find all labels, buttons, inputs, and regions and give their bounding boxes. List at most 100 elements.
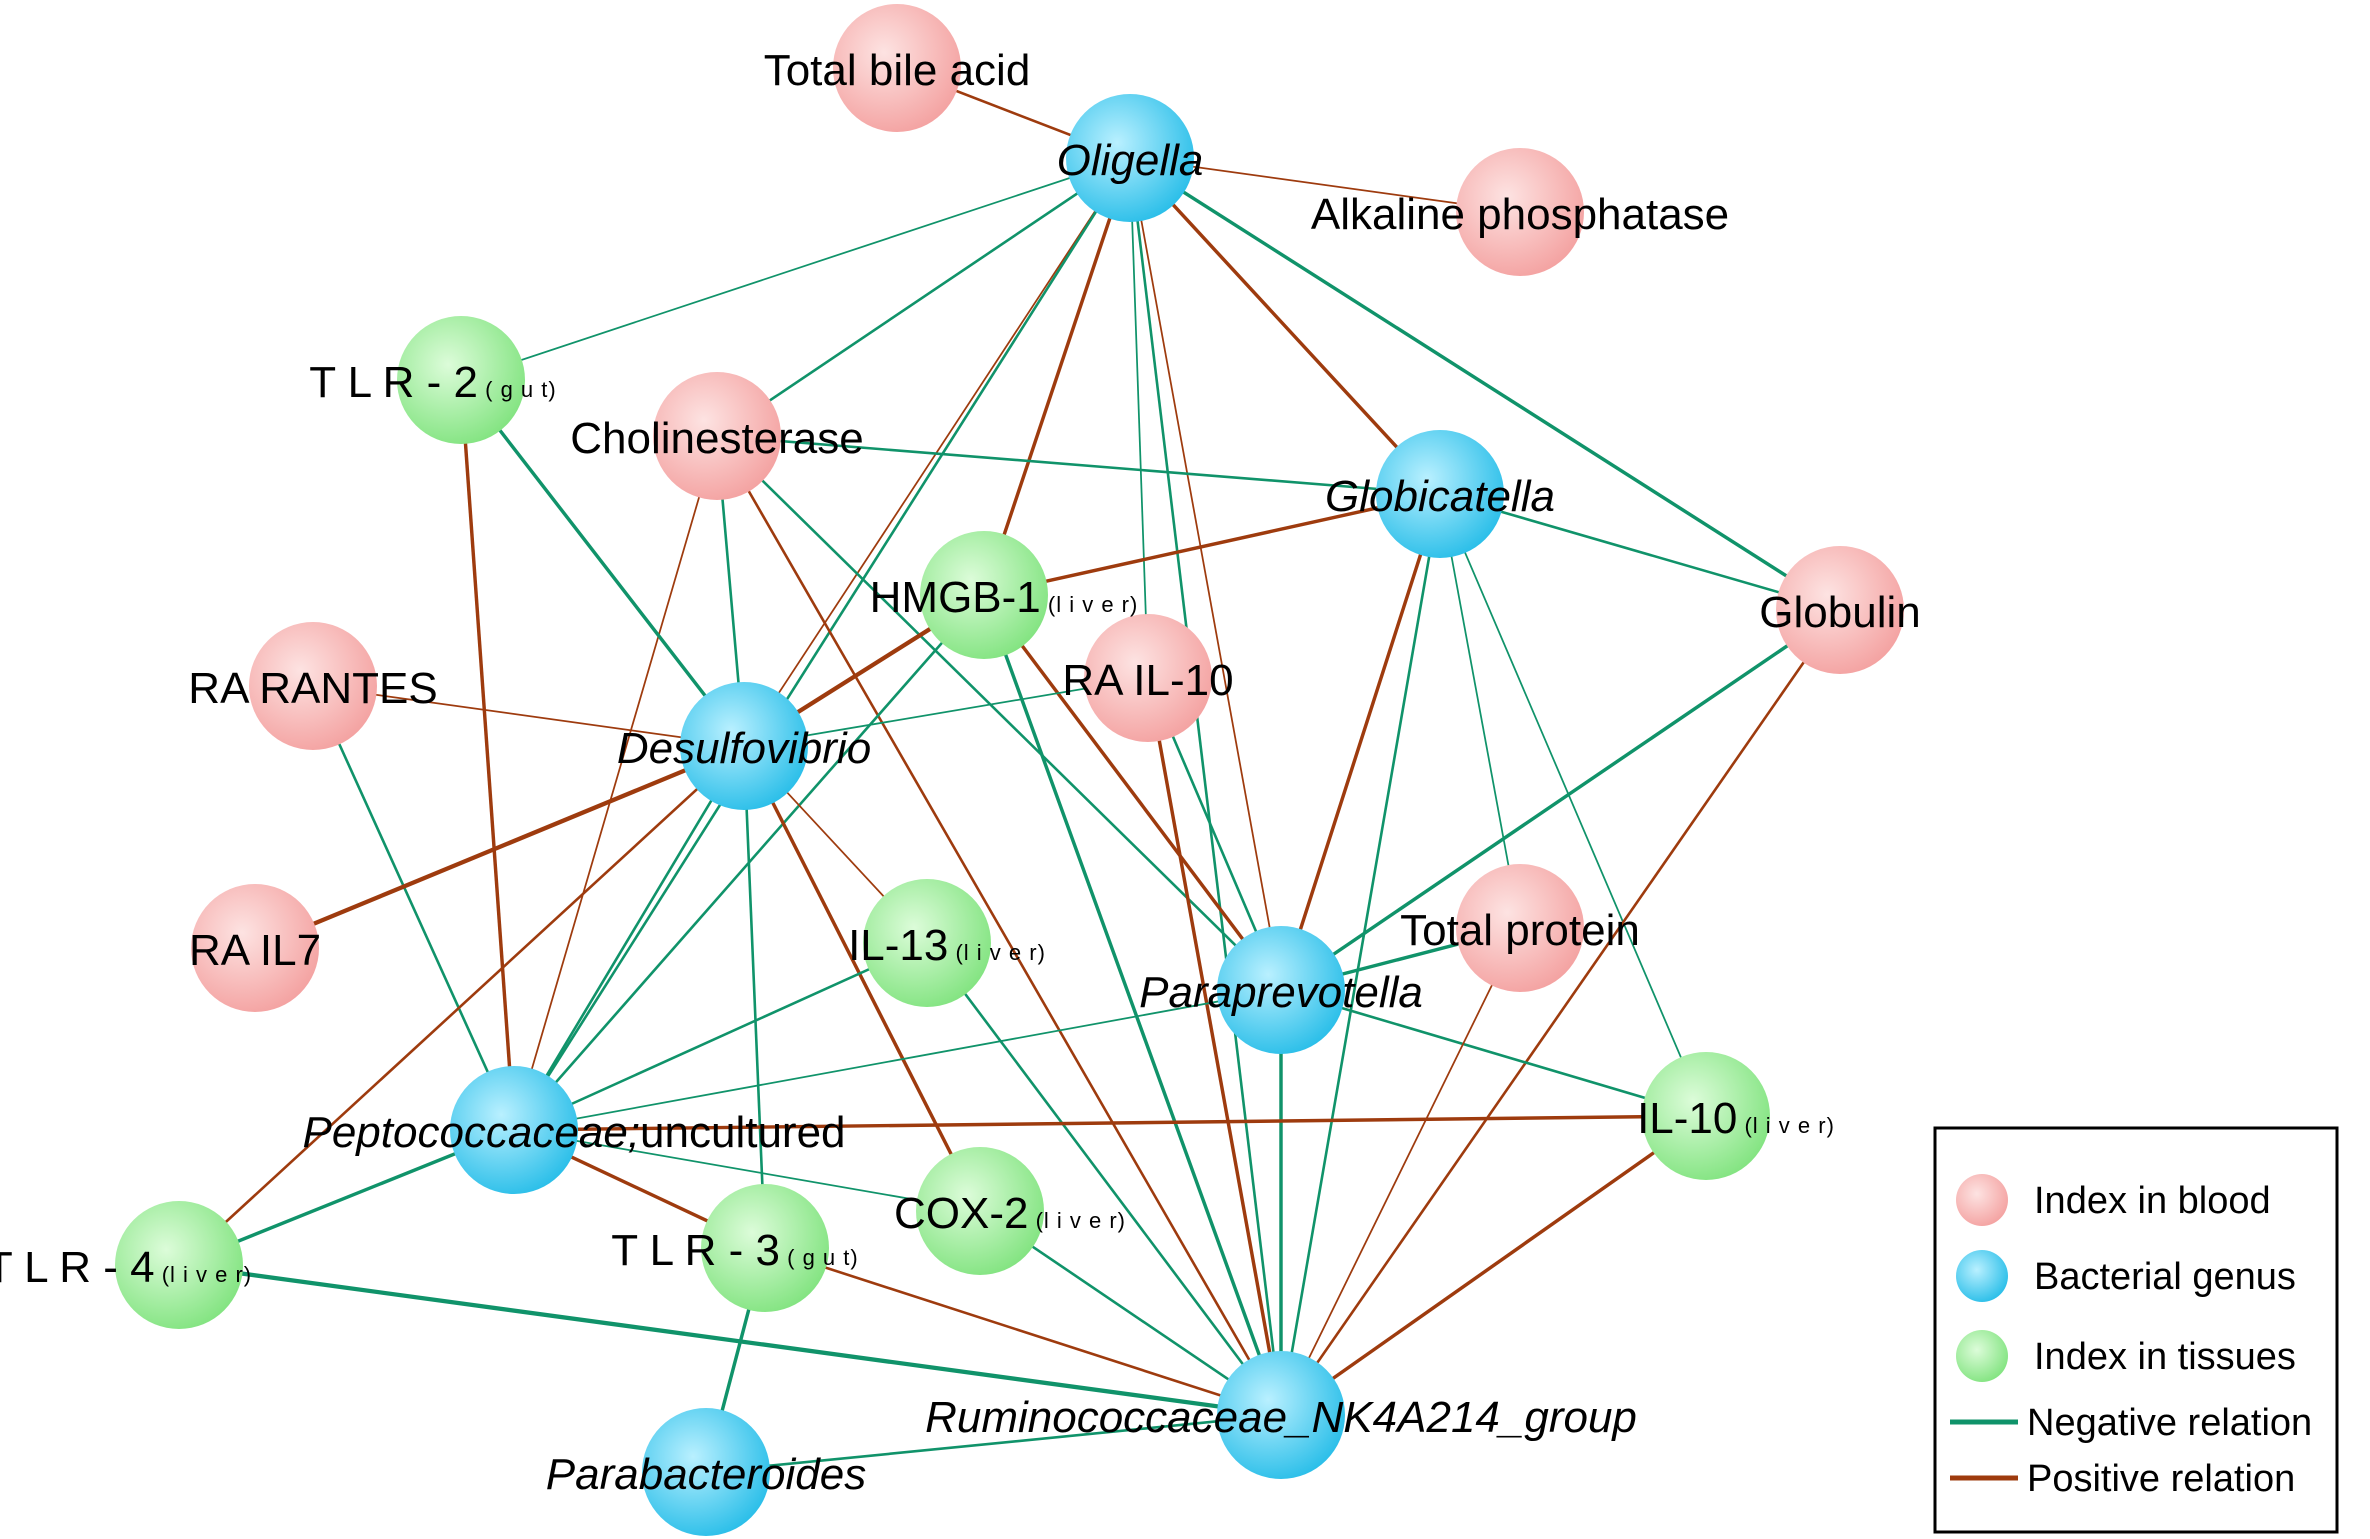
node-oligella[interactable] [1066,94,1194,222]
node-peptococcaceae[interactable] [450,1066,578,1194]
node-globicatella[interactable] [1376,430,1504,558]
node-alkaline_phosphatase[interactable] [1456,148,1584,276]
node-label-suffix: ( g u t) [478,377,557,402]
edge-tlr4_liver-ruminococcaceae [178,1262,1282,1418]
node-label-main: T L R - 2 [309,358,478,407]
node-il13_liver[interactable] [863,879,991,1007]
node-label-suffix: uncultured [640,1108,845,1157]
node-label-suffix: (l i v e r) [155,1262,253,1287]
node-ra_il10[interactable] [1084,614,1212,742]
node-tlr3_gut[interactable] [701,1184,829,1312]
edge-paraprevotella-il10_liver [1280,988,1707,1118]
edge-oligella-alkaline_phosphatase [1129,157,1521,213]
edges-layer [178,66,1842,1474]
nodes-layer [115,4,1904,1536]
node-label-main: Oligella [1057,136,1204,185]
node-label-main: T L R - 3 [611,1226,780,1275]
node-label-total_bile_acid: Total bile acid [764,46,1031,95]
edge-globicatella-ruminococcaceae [1279,493,1442,1416]
node-label-main: IL-13 [848,921,948,970]
node-cholinesterase[interactable] [653,372,781,500]
node-label-main: COX-2 [894,1189,1028,1238]
node-label-tlr2_gut: T L R - 2 ( g u t) [309,358,556,407]
node-label-ruminococcaceae: Ruminococcaceae_NK4A214_group [925,1393,1637,1442]
node-label-suffix: (l i v e r) [948,940,1046,965]
edge-desulfovibrio-cox2_liver [742,745,982,1212]
node-label-globicatella: Globicatella [1325,472,1555,521]
node-label-total_protein: Total protein [1400,906,1640,955]
node-label-main: Alkaline phosphatase [1311,190,1729,239]
node-ruminococcaceae[interactable] [1217,1351,1345,1479]
edge-desulfovibrio-peptococcaceae [512,745,746,1131]
edge-globicatella-il10_liver [1439,493,1707,1117]
node-label-desulfovibrio: Desulfovibrio [617,724,871,773]
node-label-suffix: (l i v e r) [1737,1113,1835,1138]
node-paraprevotella[interactable] [1217,926,1345,1054]
edge-parabacteroides-ruminococcaceae [705,1413,1282,1474]
node-il10_liver[interactable] [1642,1052,1770,1180]
node-label-suffix: (l i v e r) [1041,592,1139,617]
node-ra_il7[interactable] [191,884,319,1012]
node-cox2_liver[interactable] [916,1147,1044,1275]
edge-globicatella-paraprevotella [1279,493,1442,991]
node-desulfovibrio[interactable] [680,682,808,810]
node-label-ra_il10: RA IL-10 [1062,656,1233,705]
edge-peptococcaceae-il10_liver [513,1114,1707,1132]
node-label-main: Ruminococcaceae_NK4A214_group [925,1393,1637,1442]
node-label-ra_il7: RA IL7 [189,926,321,975]
edge-oligella-hmgb1_liver [982,157,1132,596]
node-label-main: Total protein [1400,906,1640,955]
edge-desulfovibrio-tlr4_liver [178,745,745,1266]
node-parabacteroides[interactable] [642,1408,770,1536]
node-label-globulin: Globulin [1759,588,1920,637]
edge-tlr2_gut-peptococcaceae [459,379,516,1131]
edge-globulin-paraprevotella [1280,608,1841,992]
node-ra_rantes[interactable] [249,622,377,750]
edge-globicatella-hmgb1_liver [983,492,1441,597]
node-label-main: Desulfovibrio [617,724,871,773]
node-label-il10_liver: IL-10 (l i v e r) [1637,1094,1835,1143]
edge-ra_il7-desulfovibrio [254,744,745,950]
node-total_bile_acid[interactable] [833,4,961,132]
edge-desulfovibrio-tlr3_gut [742,745,767,1249]
node-label-main: RA IL7 [189,926,321,975]
legend-swatch-tissue [1956,1330,2008,1382]
node-tlr4_liver[interactable] [115,1201,243,1329]
node-label-paraprevotella: Paraprevotella [1139,968,1423,1017]
edge-globicatella-globulin [1439,492,1841,612]
edge-oligella-ruminococcaceae [1128,157,1283,1416]
node-label-main: Paraprevotella [1139,968,1423,1017]
edge-oligella-paraprevotella [1129,157,1282,991]
legend-swatch-blood [1956,1174,2008,1226]
node-label-main: T L R - 4 [0,1243,155,1292]
node-label-cholinesterase: Cholinesterase [570,414,864,463]
node-label-cox2_liver: COX-2 (l i v e r) [894,1189,1126,1238]
legend-label-tissue: Index in tissues [2034,1336,2296,1378]
edge-tlr3_gut-ruminococcaceae [764,1246,1282,1417]
edge-il13_liver-ruminococcaceae [925,942,1283,1416]
node-tlr2_gut[interactable] [397,316,525,444]
edge-ra_il10-ruminococcaceae [1146,677,1283,1416]
node-label-main: Globulin [1759,588,1920,637]
edge-oligella-globulin [1129,156,1841,612]
edge-oligella-ra_il10 [1129,157,1149,679]
node-label-suffix: (l i v e r) [1028,1208,1126,1233]
edge-oligella-globicatella [1128,156,1442,496]
node-label-main: RA IL-10 [1062,656,1233,705]
node-hmgb1_liver[interactable] [920,531,1048,659]
edge-ra_rantes-desulfovibrio [312,685,745,747]
node-globulin[interactable] [1776,546,1904,674]
edge-hmgb1_liver-paraprevotella [982,593,1283,992]
node-total_protein[interactable] [1456,864,1584,992]
edge-tlr2_gut-desulfovibrio [459,378,746,748]
node-label-main: IL-10 [1637,1094,1737,1143]
edge-hmgb1_liver-ruminococcaceae [982,594,1283,1416]
node-label-ra_rantes: RA RANTES [188,664,437,713]
edge-globulin-ruminococcaceae [1279,609,1842,1416]
edge-globicatella-total_protein [1439,493,1521,929]
node-label-il13_liver: IL-13 (l i v e r) [848,921,1046,970]
edge-ra_rantes-peptococcaceae [311,685,516,1131]
